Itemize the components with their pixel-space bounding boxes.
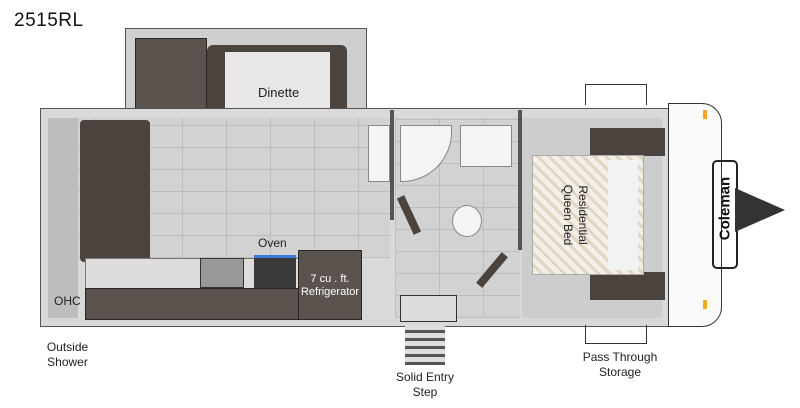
bedroom-wardrobe-top — [590, 128, 665, 156]
toilet — [452, 205, 482, 237]
pass-through-line2: Storage — [598, 365, 642, 379]
bed-pillows — [608, 160, 638, 270]
entry-step — [405, 325, 445, 365]
marker-light-top — [703, 110, 707, 119]
entry-step-line1: Solid Entry — [395, 370, 455, 384]
bed-label: Residential Queen Bed — [560, 160, 590, 270]
sink — [200, 258, 244, 288]
bed-label-line2: Queen Bed — [561, 184, 575, 246]
oven-range — [254, 255, 296, 288]
sofa — [80, 120, 150, 262]
wall-bath — [390, 110, 394, 220]
pass-through-storage-door — [585, 325, 647, 344]
fridge-capacity: 7 cu . ft. — [310, 273, 350, 285]
pantry — [368, 125, 390, 182]
ohc-area — [48, 118, 78, 318]
oven-label: Oven — [258, 236, 287, 250]
pass-through-line1: Pass Through — [582, 350, 658, 364]
dinette-label: Dinette — [258, 85, 300, 100]
entry-step-line2: Step — [412, 385, 438, 399]
kitchen-base-cabinet — [85, 288, 302, 320]
pass-through-storage-door-top — [585, 84, 647, 105]
entry-door — [400, 295, 457, 322]
bedroom-wardrobe-bottom — [590, 272, 665, 300]
fridge-name: Refrigerator — [300, 286, 360, 298]
outside-shower-line1: Outside — [46, 340, 89, 354]
refrigerator-label: 7 cu . ft. Refrigerator — [300, 273, 360, 299]
wall-bedroom — [518, 110, 522, 250]
entry-step-label: Solid Entry Step — [390, 370, 460, 400]
hitch-icon — [735, 188, 785, 232]
marker-light-bottom — [703, 300, 707, 309]
outside-shower-line2: Shower — [47, 355, 88, 369]
pass-through-label: Pass Through Storage — [580, 350, 660, 380]
refrigerator — [298, 250, 362, 320]
bath-sink — [460, 125, 512, 167]
outside-shower-label: Outside Shower — [40, 340, 95, 370]
coleman-logo-text: Coleman — [716, 176, 734, 241]
ohc-label: OHC — [54, 294, 81, 308]
model-title: 2515RL — [14, 10, 84, 31]
bed-label-line1: Residential — [576, 185, 590, 245]
